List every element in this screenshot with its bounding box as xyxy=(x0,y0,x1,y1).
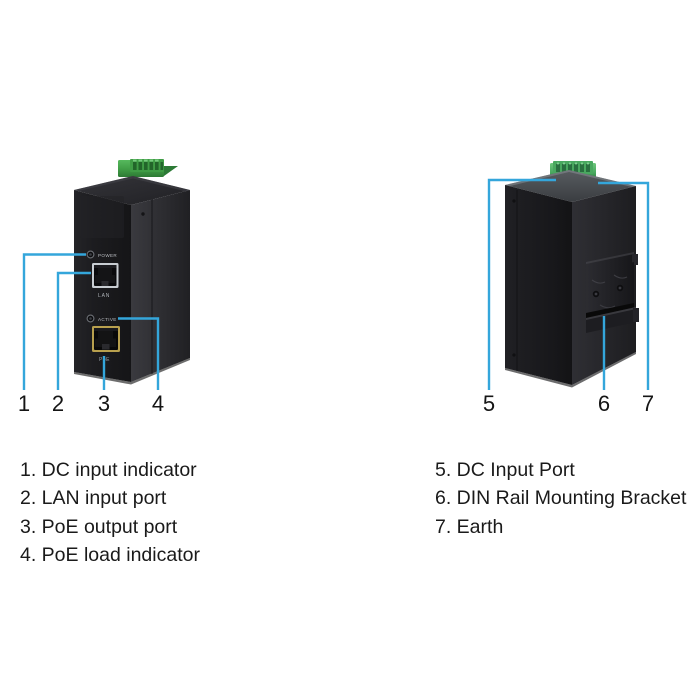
legend-right-column: 5. DC Input Port 6. DIN Rail Mounting Br… xyxy=(435,456,686,541)
dc-terminal-block-front xyxy=(118,159,178,177)
legend-item-1: 1. DC input indicator xyxy=(20,459,197,481)
active-led-indicator: ACTIVE xyxy=(86,314,117,323)
legend-item-3: 3. PoE output port xyxy=(20,515,178,538)
device-front-view: POWER LAN ACTIVE xyxy=(74,159,190,385)
callout-number-4: 4 xyxy=(151,391,165,416)
svg-text:ACTIVE: ACTIVE xyxy=(98,317,117,322)
din-rail-mounting-bracket xyxy=(586,252,639,333)
lan-rj45-port: LAN xyxy=(92,263,119,299)
legend-item-7: 7. Earth xyxy=(435,515,504,538)
callout-number-7: 7 xyxy=(641,391,655,416)
callout-number-3: 3 xyxy=(97,391,111,416)
legend-item-2: 2. LAN input port xyxy=(20,487,167,510)
legend-item-6: 6. DIN Rail Mounting Bracket xyxy=(435,487,687,510)
callout-line-1 xyxy=(22,253,86,390)
legend-item-4: 4. PoE load indicator xyxy=(20,544,200,567)
power-led-indicator: POWER xyxy=(86,250,117,259)
callout-line-2 xyxy=(56,271,91,390)
callout-line-7 xyxy=(598,181,650,390)
callout-number-2: 2 xyxy=(51,391,65,416)
callout-number-1: 1 xyxy=(17,391,31,416)
svg-text:LAN: LAN xyxy=(98,293,110,299)
callout-leader-lines xyxy=(22,178,650,390)
legend-left-column: 1. DC input indicator 2. LAN input port … xyxy=(20,456,200,569)
callout-number-6: 6 xyxy=(597,391,611,416)
svg-text:POWER: POWER xyxy=(98,253,117,258)
device-rear-view xyxy=(505,161,639,388)
callout-line-4 xyxy=(118,317,160,390)
legend-item-5: 5. DC Input Port xyxy=(435,459,575,481)
callout-number-5: 5 xyxy=(482,391,496,416)
callout-line-5 xyxy=(487,178,556,390)
